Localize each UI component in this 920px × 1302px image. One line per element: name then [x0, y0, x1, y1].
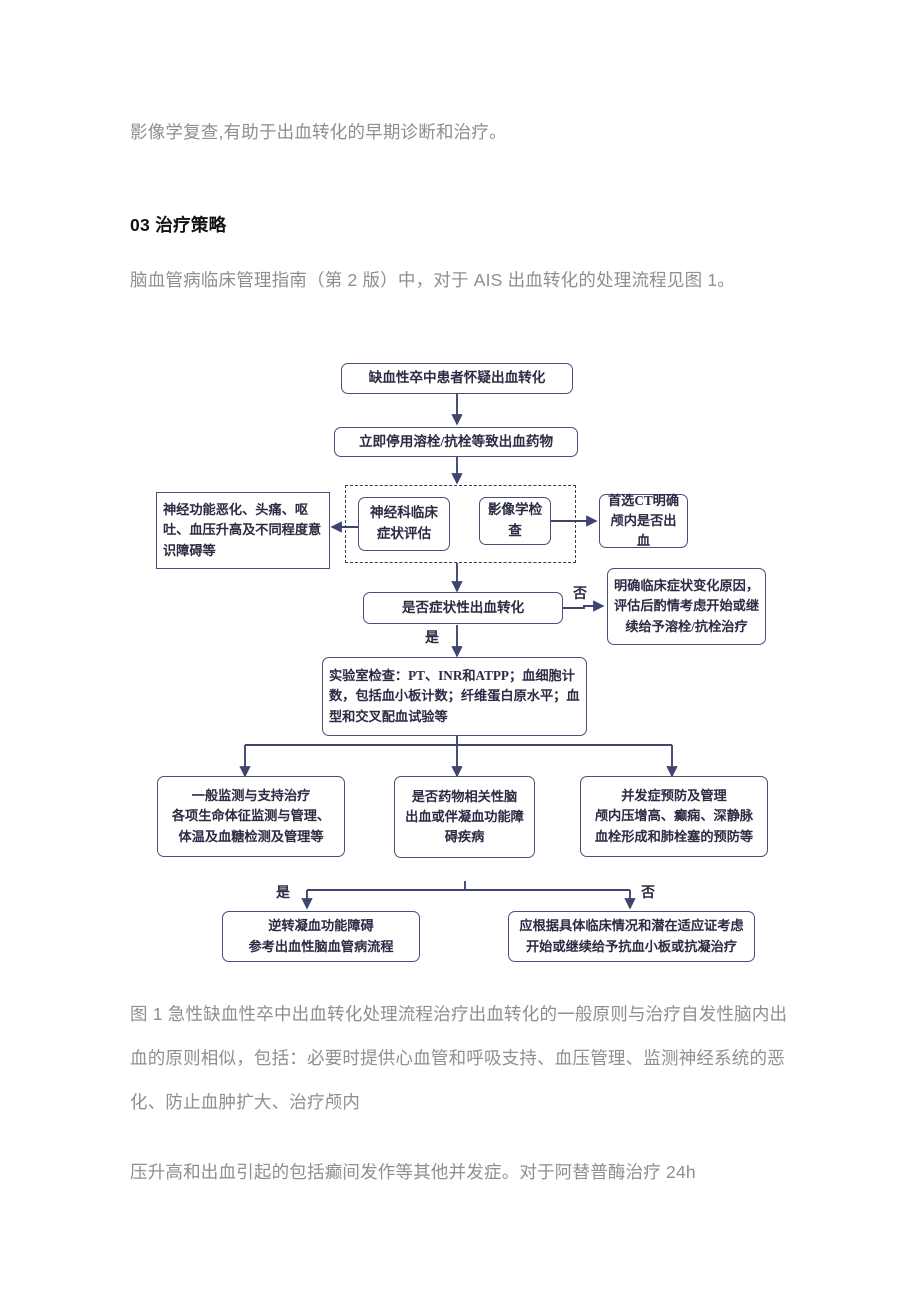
- node-label: 实验室检查：PT、INR和ATPP；血细胞计数，包括血小板计数；纤维蛋白原水平；…: [329, 668, 580, 724]
- node-symptomatic-hemorrhage-decision: 是否症状性出血转化: [363, 592, 563, 624]
- node-label: 影像学检查: [487, 502, 543, 538]
- node-complication-prevention-management: 并发症预防及管理 颅内压增高、癫痫、深静脉 血栓形成和肺栓塞的预防等: [580, 776, 768, 857]
- section-heading: 03 治疗策略: [130, 215, 227, 235]
- node-ct-confirm-intracranial-bleeding: 首选CT明确 颅内是否出血: [599, 492, 688, 549]
- node-label: 神经功能恶化、头痛、呕吐、血压升高及不同程度意识障碍等: [163, 502, 322, 558]
- node-stop-thrombolytic-drugs: 立即停用溶栓/抗栓等致出血药物: [334, 427, 578, 457]
- node-label: 首选CT明确 颅内是否出血: [607, 492, 680, 549]
- figure-caption: 图 1 急性缺血性卒中出血转化处理流程治疗出血转化的一般原则与治疗自发性脑内出血…: [130, 1004, 788, 1112]
- edge-label-yes-drug-related: 是: [276, 886, 290, 901]
- node-label: 是否症状性出血转化: [401, 599, 525, 615]
- node-laboratory-tests: 实验室检查：PT、INR和ATPP；血细胞计数，包括血小板计数；纤维蛋白原水平；…: [322, 657, 587, 736]
- edge-label-yes-symptomatic: 是: [425, 631, 439, 646]
- node-label: 一般监测与支持治疗 各项生命体征监测与管理、 体温及血糖检测及管理等: [171, 788, 331, 844]
- node-neurological-clinical-assessment: 神经科临床 症状评估: [358, 497, 450, 551]
- node-label: 明确临床症状变化原因，评估后酌情考虑开始或继续给予溶栓/抗栓治疗: [613, 578, 760, 634]
- node-label: 立即停用溶栓/抗栓等致出血药物: [358, 433, 554, 449]
- node-neurological-deterioration-symptoms: 神经功能恶化、头痛、呕吐、血压升高及不同程度意识障碍等: [156, 492, 330, 569]
- node-label: 并发症预防及管理 颅内压增高、癫痫、深静脉 血栓形成和肺栓塞的预防等: [594, 788, 754, 844]
- paragraph-guideline: 脑血管病临床管理指南（第 2 版）中，对于 AIS 出血转化的处理流程见图 1。: [130, 270, 735, 290]
- assessment-group-dashed-box: [345, 485, 576, 563]
- node-label: 缺血性卒中患者怀疑出血转化: [368, 370, 546, 386]
- paragraph-intro: 影像学复查,有助于出血转化的早期诊断和治疗。: [130, 122, 507, 142]
- edge-label-no-drug-related: 否: [641, 886, 655, 901]
- node-label: 应根据具体临床情况和潜在适应证考虑 开始或继续给予抗血小板或抗凝治疗: [519, 918, 744, 954]
- node-antiplatelet-anticoagulant-therapy: 应根据具体临床情况和潜在适应证考虑 开始或继续给予抗血小板或抗凝治疗: [508, 911, 755, 962]
- edge-label-no-symptomatic: 否: [573, 587, 587, 602]
- node-label: 神经科临床 症状评估: [370, 505, 438, 541]
- paragraph-tail: 压升高和出血引起的包括癫间发作等其他并发症。对于阿替普酶治疗 24h: [130, 1162, 696, 1182]
- node-suspect-hemorrhagic-transformation: 缺血性卒中患者怀疑出血转化: [341, 363, 573, 394]
- node-label: 是否药物相关性脑 出血或伴凝血功能障 碍疾病: [405, 788, 524, 845]
- node-label: 逆转凝血功能障碍 参考出血性脑血管病流程: [248, 918, 394, 954]
- node-general-monitoring-support: 一般监测与支持治疗 各项生命体征监测与管理、 体温及血糖检测及管理等: [157, 776, 345, 857]
- node-clarify-clinical-cause: 明确临床症状变化原因，评估后酌情考虑开始或继续给予溶栓/抗栓治疗: [607, 568, 766, 645]
- node-drug-related-hemorrhage-decision: 是否药物相关性脑 出血或伴凝血功能障 碍疾病: [394, 776, 535, 858]
- node-imaging-examination: 影像学检查: [479, 497, 551, 545]
- node-reverse-coagulopathy: 逆转凝血功能障碍 参考出血性脑血管病流程: [222, 911, 420, 962]
